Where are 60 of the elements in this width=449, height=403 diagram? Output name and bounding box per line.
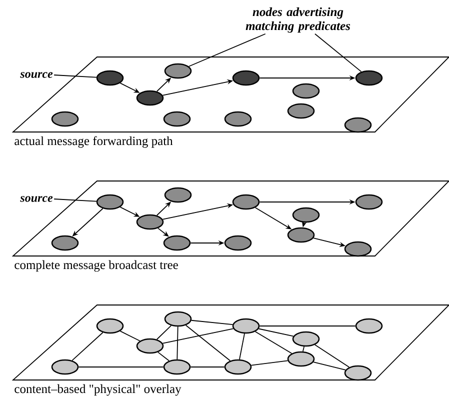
- link-line: [258, 328, 294, 337]
- network-node: [232, 70, 260, 86]
- network-node: [163, 359, 191, 375]
- leader-line: [54, 198, 97, 202]
- link-line: [158, 352, 170, 362]
- network-node: [292, 83, 320, 99]
- network-node: [224, 111, 252, 127]
- link-line: [72, 332, 104, 361]
- network-node: [163, 111, 191, 127]
- node-label: content–based "physical" overlay: [14, 384, 182, 396]
- link-line: [250, 360, 288, 366]
- link-line: [120, 330, 140, 342]
- network-node: [355, 318, 383, 334]
- link-line: [190, 366, 225, 368]
- source-label: source: [20, 196, 53, 202]
- network-node: [232, 194, 260, 210]
- link-line: [313, 362, 346, 370]
- leader-line: [54, 74, 97, 78]
- network-node: [292, 207, 320, 223]
- network-node: [224, 359, 252, 375]
- network-node: [287, 227, 315, 243]
- network-node: [136, 214, 164, 230]
- leader-line: [314, 33, 362, 72]
- network-node: [344, 241, 372, 257]
- network-node: [96, 70, 124, 86]
- callout-text: nodes advertising matching predicates: [246, 7, 350, 33]
- link-line: [156, 325, 172, 340]
- source-label: source: [20, 72, 53, 78]
- network-node: [51, 235, 79, 251]
- link-line: [239, 333, 245, 360]
- network-node: [232, 318, 260, 334]
- network-node: [163, 235, 191, 251]
- network-node: [164, 187, 192, 203]
- link-line: [185, 324, 231, 362]
- link-line: [176, 326, 178, 360]
- network-node: [136, 90, 164, 106]
- network-node: [287, 103, 315, 119]
- network-node: [287, 351, 315, 367]
- network-node: [344, 117, 372, 133]
- network-node: [136, 338, 164, 354]
- leader-line: [188, 33, 266, 67]
- network-node: [51, 111, 79, 127]
- network-node: [224, 235, 252, 251]
- link-line: [190, 320, 234, 326]
- link-line: [78, 366, 164, 368]
- network-node: [96, 194, 124, 210]
- link-line: [314, 344, 350, 368]
- link-line: [254, 331, 292, 354]
- network-node: [51, 359, 79, 375]
- network-node: [355, 194, 383, 210]
- network-node: [292, 331, 320, 347]
- network-node: [355, 70, 383, 86]
- node-label: complete message broadcast tree: [14, 260, 178, 272]
- link-line: [162, 328, 234, 344]
- network-node: [344, 365, 372, 381]
- network-node: [164, 311, 192, 327]
- node-label: actual message forwarding path: [14, 136, 173, 148]
- link-line: [302, 346, 305, 352]
- network-node: [164, 63, 192, 79]
- network-node: [96, 318, 124, 334]
